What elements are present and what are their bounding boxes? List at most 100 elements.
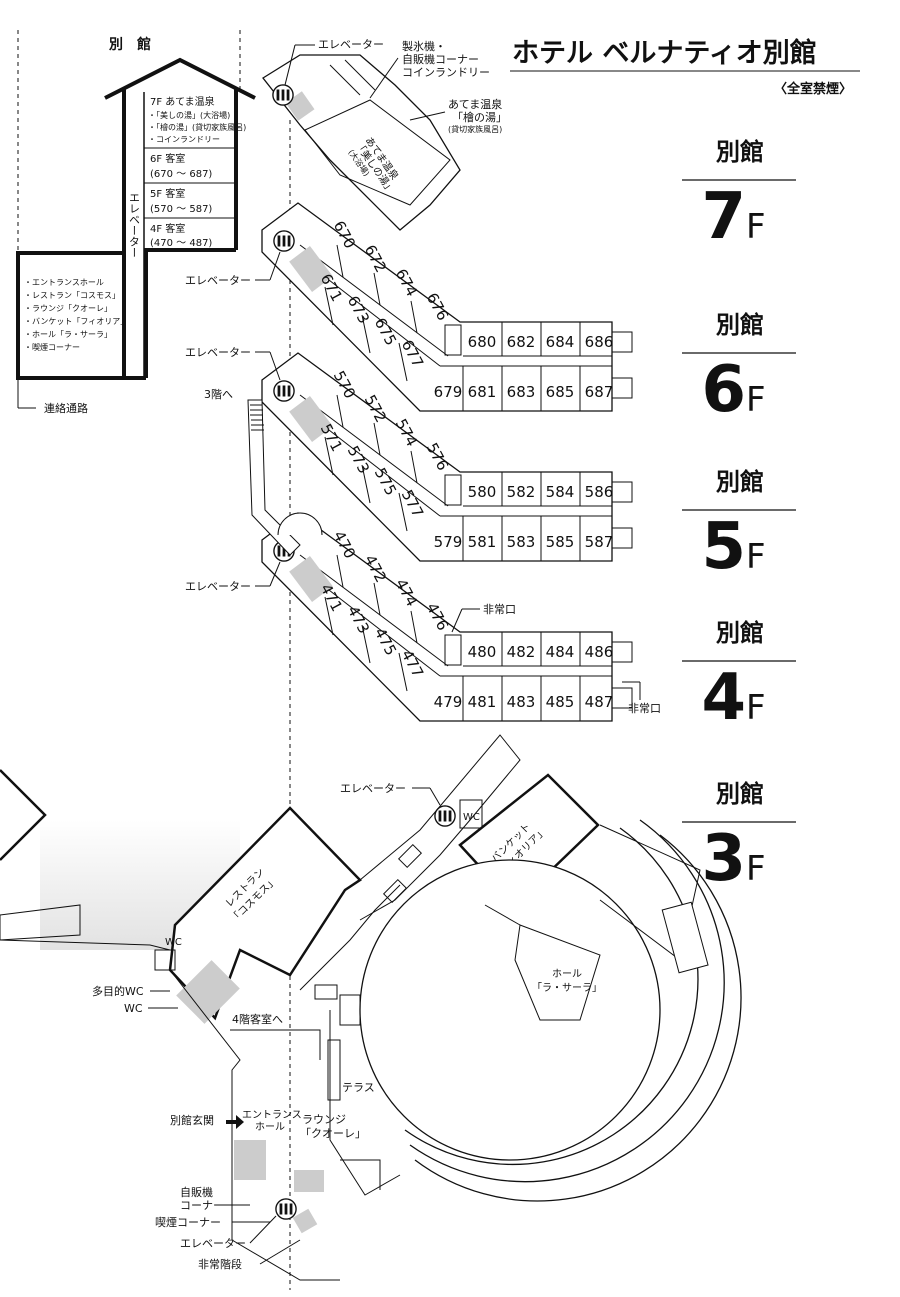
lounge-label-2: 「クオーレ」 bbox=[300, 1127, 366, 1140]
section-5f-line1: 5F 客室 bbox=[150, 187, 185, 200]
elevator-icon bbox=[434, 805, 456, 827]
floor-label-number: 4 bbox=[701, 661, 746, 735]
floor-label-suffix: F bbox=[746, 688, 766, 728]
emergency-exit-label: 非常口 bbox=[628, 702, 661, 715]
f7-hinoki-2: 「檜の湯」 bbox=[452, 110, 507, 124]
room-number: 581 bbox=[468, 533, 497, 551]
section-lobby-4: ・バンケット「フィオリア」 bbox=[24, 317, 128, 326]
section-lobby-1: ・エントランスホール bbox=[24, 278, 104, 287]
room-number: 687 bbox=[585, 383, 614, 401]
room-number: 483 bbox=[507, 693, 536, 711]
wc-label-lower: WC bbox=[124, 1002, 143, 1015]
floor-label-suffix: F bbox=[746, 380, 766, 420]
elevator-icon bbox=[273, 380, 295, 402]
entrance-arrow-icon bbox=[226, 1115, 244, 1129]
room-number: 485 bbox=[546, 693, 575, 711]
floor-3-plan: レストラン 「コスモス」 WC バンケット 「フィオリア」 WC エレベーター … bbox=[0, 734, 742, 1281]
f3-elevator-label: エレベーター bbox=[340, 782, 406, 795]
f7-ice-label-1: 製氷機・ bbox=[402, 39, 446, 53]
section-title: 別 館 bbox=[108, 36, 151, 53]
f7-ice-label-3: コインランドリー bbox=[402, 66, 490, 79]
passage-label: 連絡通路 bbox=[44, 401, 88, 415]
section-elevator-label: エレベーター bbox=[128, 192, 141, 258]
entrance-hall-2: ホール bbox=[255, 1121, 285, 1133]
section-5f-line2: (570 ～ 587) bbox=[150, 204, 212, 215]
section-4f-line2: (470 ～ 487) bbox=[150, 238, 212, 249]
room-number: 686 bbox=[585, 333, 614, 351]
room-number: 583 bbox=[507, 533, 536, 551]
room-number: 679 bbox=[434, 383, 463, 401]
room-number: 680 bbox=[468, 333, 497, 351]
room-number: 681 bbox=[468, 383, 497, 401]
floor-label-name: 別館 bbox=[716, 311, 764, 339]
vending-label-2: コーナー bbox=[180, 1199, 224, 1212]
room-number: 580 bbox=[468, 483, 497, 501]
wc-label-upper: WC bbox=[165, 937, 182, 948]
room-number: 685 bbox=[546, 383, 575, 401]
section-6f-line1: 6F 客室 bbox=[150, 152, 185, 165]
floor-label-name: 別館 bbox=[716, 780, 764, 808]
room-number: 587 bbox=[585, 533, 614, 551]
f7-ice-label-2: 自販機コーナー bbox=[402, 52, 479, 66]
elevator-icon bbox=[273, 230, 295, 252]
room-number: 486 bbox=[585, 643, 614, 661]
entrance-label: 別館玄関 bbox=[170, 1113, 214, 1127]
room-number: 585 bbox=[546, 533, 575, 551]
room-number: 586 bbox=[585, 483, 614, 501]
section-lobby-2: ・レストラン「コスモス」 bbox=[24, 291, 120, 300]
floor-label-suffix: F bbox=[746, 207, 766, 247]
elevator-label: エレベーター bbox=[185, 346, 251, 359]
elevator-icon bbox=[275, 1198, 297, 1220]
room-number: 487 bbox=[585, 693, 614, 711]
elevator-icon bbox=[272, 84, 294, 106]
lounge-label-1: ラウンジ bbox=[302, 1113, 346, 1126]
floor-label-suffix: F bbox=[746, 849, 766, 889]
floor-label-suffix: F bbox=[746, 537, 766, 577]
section-lobby-6: ・喫煙コーナー bbox=[24, 342, 80, 352]
elevator-label: エレベーター bbox=[185, 580, 251, 593]
section-6f-line2: (670 ～ 687) bbox=[150, 169, 212, 180]
to-3f-label: 3階へ bbox=[204, 387, 233, 401]
f3-elevator-bottom-label: エレベーター bbox=[180, 1237, 246, 1250]
room-number: 482 bbox=[507, 643, 536, 661]
emergency-exit-label: 非常口 bbox=[483, 603, 516, 616]
multi-wc-label: 多目的WC bbox=[92, 984, 144, 998]
section-4f-line1: 4F 客室 bbox=[150, 222, 185, 235]
floor-label-number: 6 bbox=[701, 353, 746, 427]
page-title: ホテル ベルナティオ別館 bbox=[512, 37, 817, 69]
room-number: 582 bbox=[507, 483, 536, 501]
f7-hinoki-1: あてま温泉 bbox=[448, 97, 502, 111]
f7-hinoki-3: (貸切家族風呂) bbox=[448, 124, 502, 134]
room-number: 584 bbox=[546, 483, 575, 501]
room-number: 683 bbox=[507, 383, 536, 401]
smoking-label: 喫煙コーナー bbox=[155, 1216, 221, 1229]
no-smoking-note: 〈全室禁煙〉 bbox=[774, 81, 852, 97]
elevator-label: エレベーター bbox=[185, 274, 251, 287]
section-7f-line2: ・「美しの湯」(大浴場) bbox=[148, 110, 230, 120]
to-4f-label: 4階客室へ bbox=[232, 1012, 283, 1026]
section-7f-line3: ・「檜の湯」(貸切家族風呂) bbox=[148, 122, 246, 132]
section-7f-line1: 7F あてま温泉 bbox=[150, 95, 215, 108]
floor-7-plan: エレベーター 製氷機・ 自販機コーナー コインランドリー あてま温泉 「檜の湯」… bbox=[262, 38, 507, 231]
floor-5-link: 3階へ bbox=[204, 387, 323, 556]
room-number: 579 bbox=[434, 533, 463, 551]
room-number: 682 bbox=[507, 333, 536, 351]
entrance-hall-1: エントランス bbox=[242, 1109, 302, 1121]
room-number: 480 bbox=[468, 643, 497, 661]
terrace-label: テラス bbox=[342, 1081, 375, 1094]
vending-label-1: 自販機 bbox=[180, 1185, 213, 1199]
hall-label-1: ホール bbox=[552, 968, 582, 980]
hall-label-2: 「ラ・サーラ」 bbox=[532, 982, 602, 994]
floor-label-number: 3 bbox=[701, 822, 746, 896]
building-section-view: 別 館 連絡通路 エレベーター 7F あてま温泉 ・「美しの湯」(大浴場) ・「… bbox=[16, 30, 256, 415]
floor-label-name: 別館 bbox=[716, 619, 764, 647]
wc-label-banquet: WC bbox=[463, 812, 480, 823]
